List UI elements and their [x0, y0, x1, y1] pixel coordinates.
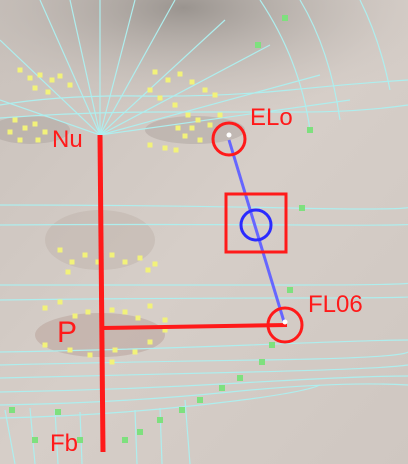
landmark-dots	[7, 15, 313, 443]
landmark-dot	[173, 147, 179, 153]
landmark-dot	[152, 69, 158, 75]
landmark-dot	[255, 42, 261, 48]
landmark-dot	[195, 117, 201, 123]
elo-point	[226, 132, 232, 138]
landmark-dot	[179, 407, 185, 413]
label-fl06: FL06	[308, 291, 363, 318]
landmark-dot	[42, 342, 48, 348]
landmark-dot	[67, 347, 73, 353]
elo-fl06-guide-line	[227, 139, 287, 326]
label-p: P	[57, 316, 77, 349]
landmark-dot	[197, 137, 203, 143]
landmark-dot	[212, 92, 218, 98]
landmark-dot	[49, 77, 55, 83]
landmark-dot	[57, 299, 63, 305]
landmark-dot	[45, 89, 51, 95]
landmark-dot	[17, 67, 23, 73]
landmark-dot	[147, 303, 153, 309]
landmark-dot	[137, 255, 143, 261]
left-eye-shading	[145, 116, 245, 144]
landmark-dot	[299, 205, 305, 211]
label-elo: ELo	[250, 104, 293, 131]
landmark-dot	[177, 71, 183, 77]
landmark-dot	[162, 317, 168, 323]
landmark-dot	[109, 252, 115, 258]
fl06-point	[282, 319, 288, 325]
landmark-dot	[82, 252, 88, 258]
landmark-dot	[202, 87, 208, 93]
landmark-dot	[87, 352, 93, 358]
landmark-dot	[282, 15, 288, 21]
landmark-dot	[287, 287, 293, 293]
landmark-dot	[69, 259, 75, 265]
landmark-dot	[122, 259, 128, 265]
landmark-dot	[95, 259, 101, 265]
landmark-dot	[207, 122, 213, 128]
landmark-dot	[259, 359, 265, 365]
landmark-dot	[22, 125, 28, 131]
label-nu: Nu	[52, 126, 83, 153]
landmark-dot	[217, 112, 223, 118]
landmark-dot	[165, 77, 171, 83]
landmark-dot	[269, 342, 275, 348]
landmark-dot	[237, 375, 243, 381]
landmark-dot	[67, 82, 73, 88]
landmark-dot	[182, 133, 188, 139]
landmark-dot	[122, 309, 128, 315]
label-fb: Fb	[50, 430, 78, 457]
landmark-dot	[185, 112, 191, 118]
landmark-dot	[122, 437, 128, 443]
landmark-dot	[109, 307, 115, 313]
landmark-dot	[37, 72, 43, 78]
landmark-dot	[307, 127, 313, 133]
landmark-dot	[137, 429, 143, 435]
landmark-dot	[12, 117, 18, 123]
landmark-dot	[27, 75, 33, 81]
landmark-dot	[7, 129, 13, 135]
vertical-midline	[97, 134, 106, 453]
right-eye-shading	[0, 116, 70, 144]
landmark-dot	[42, 305, 48, 311]
landmark-dot	[219, 385, 225, 391]
landmark-dot	[109, 359, 115, 365]
landmark-dot	[157, 417, 163, 423]
landmark-dot	[32, 85, 38, 91]
landmark-dot	[35, 137, 41, 143]
landmark-dot	[112, 347, 118, 353]
landmark-dot	[32, 121, 38, 127]
landmark-dot	[55, 409, 61, 415]
landmark-dot	[65, 269, 71, 275]
landmark-dot	[85, 309, 91, 315]
landmark-dot	[172, 102, 178, 108]
landmark-dot	[189, 79, 195, 85]
landmark-dot	[57, 73, 63, 79]
landmark-dot	[132, 349, 138, 355]
fl06-handle[interactable]	[266, 306, 304, 344]
landmark-dot	[57, 247, 63, 253]
landmark-dot	[162, 145, 168, 151]
landmark-dot	[162, 327, 168, 333]
landmark-dot	[152, 261, 158, 267]
landmark-dot	[42, 129, 48, 135]
landmark-dot	[9, 407, 15, 413]
landmark-dot	[135, 315, 141, 321]
landmark-dot	[147, 142, 153, 148]
landmark-dot	[147, 339, 153, 345]
landmark-dot	[17, 137, 23, 143]
midpoint-handle[interactable]	[239, 208, 273, 242]
landmark-dot	[145, 267, 151, 273]
landmark-dot	[147, 87, 153, 93]
landmark-dot	[77, 437, 83, 443]
landmark-dot	[197, 397, 203, 403]
landmark-dot	[32, 437, 38, 443]
p-fl06-line	[101, 323, 288, 330]
landmark-dot	[189, 125, 195, 131]
landmark-dot	[175, 125, 181, 131]
landmark-dot	[72, 313, 78, 319]
landmark-dot	[157, 95, 163, 101]
elo-handle[interactable]	[211, 121, 247, 157]
midpoint-box[interactable]	[224, 192, 288, 254]
